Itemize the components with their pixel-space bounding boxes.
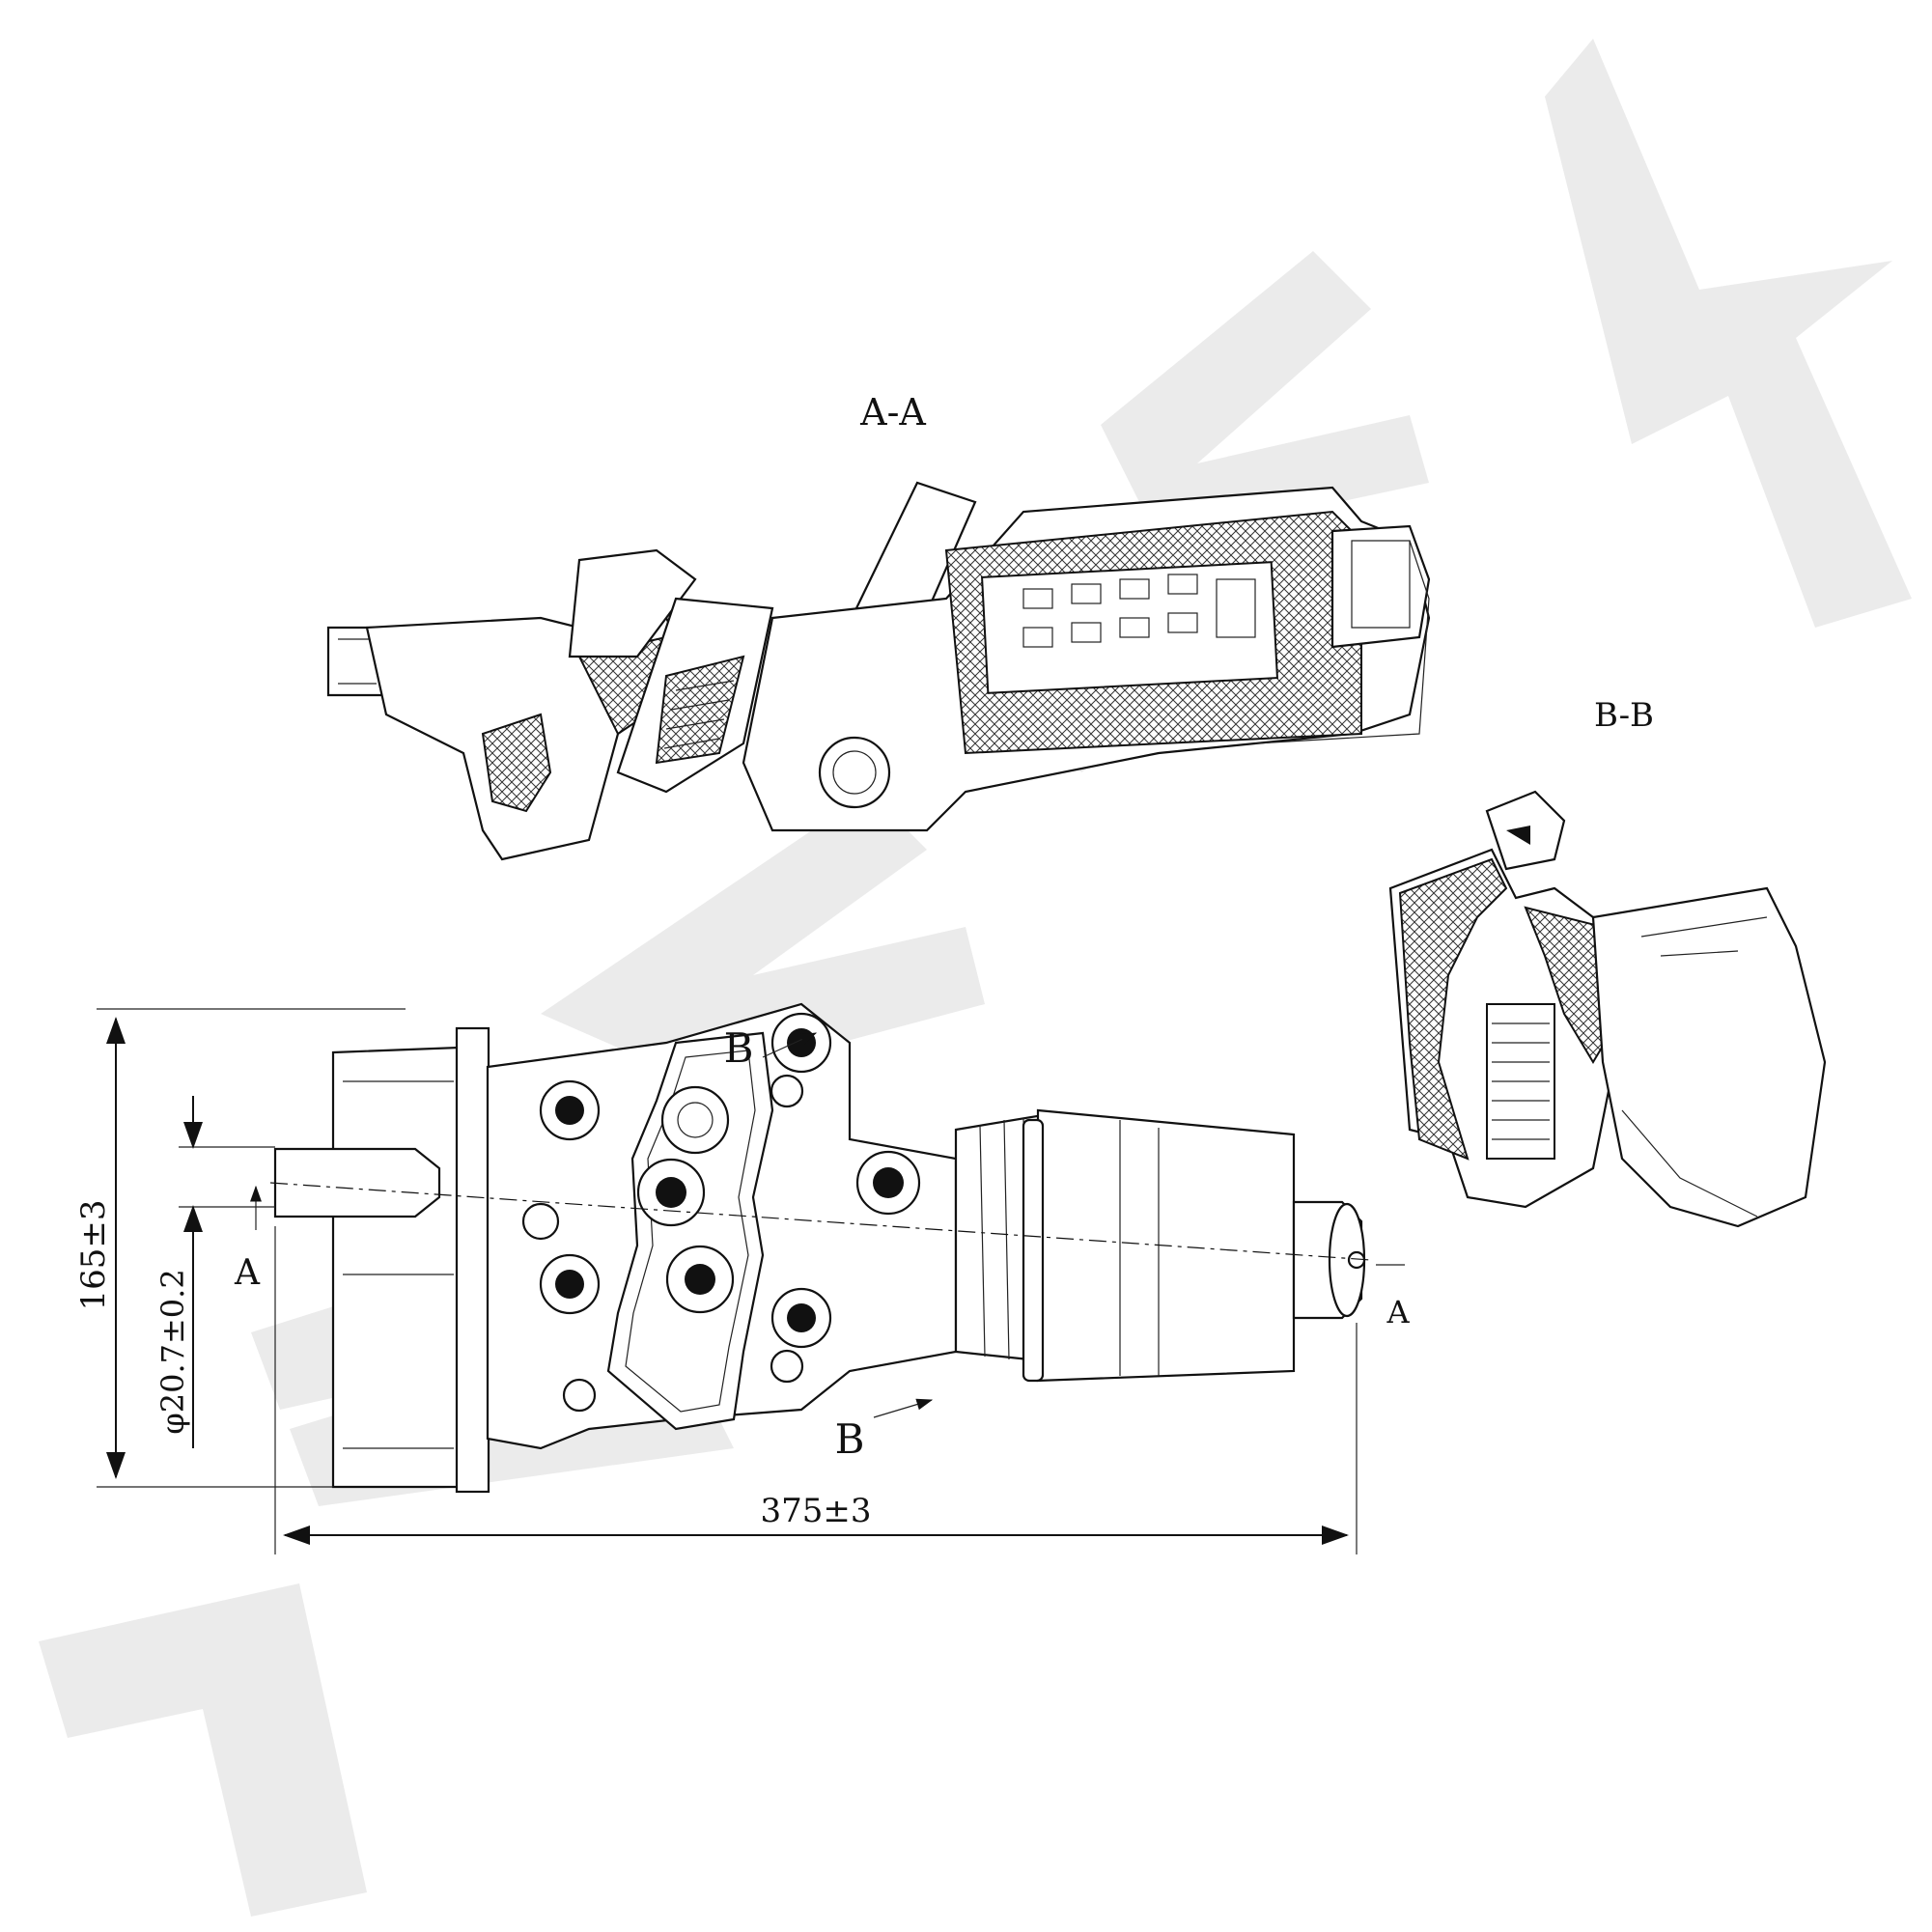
cut-a-right-label: A	[1386, 1294, 1410, 1330]
section-aa-view: A-A	[326, 391, 1431, 861]
cut-b-bottom-label: B	[835, 1415, 865, 1463]
height-dimension: 165±3	[74, 1199, 113, 1310]
cut-a-left-label: A	[234, 1253, 261, 1293]
diameter-dimension: φ20.7±0.2	[154, 1269, 191, 1434]
bolt-holes	[521, 1012, 921, 1413]
section-aa-label: A-A	[859, 391, 926, 434]
cut-markers: A A B B	[234, 1024, 1410, 1463]
cut-b-top-label: B	[724, 1024, 754, 1072]
length-dimension: 375±3	[760, 1492, 871, 1530]
section-bb-label: B-B	[1594, 696, 1654, 735]
section-bb-view: B-B	[1388, 696, 1827, 1228]
main-elevation-view	[269, 1002, 1372, 1494]
dimension-lines: 165±3 φ20.7±0.2 375±3	[74, 1008, 1358, 1554]
